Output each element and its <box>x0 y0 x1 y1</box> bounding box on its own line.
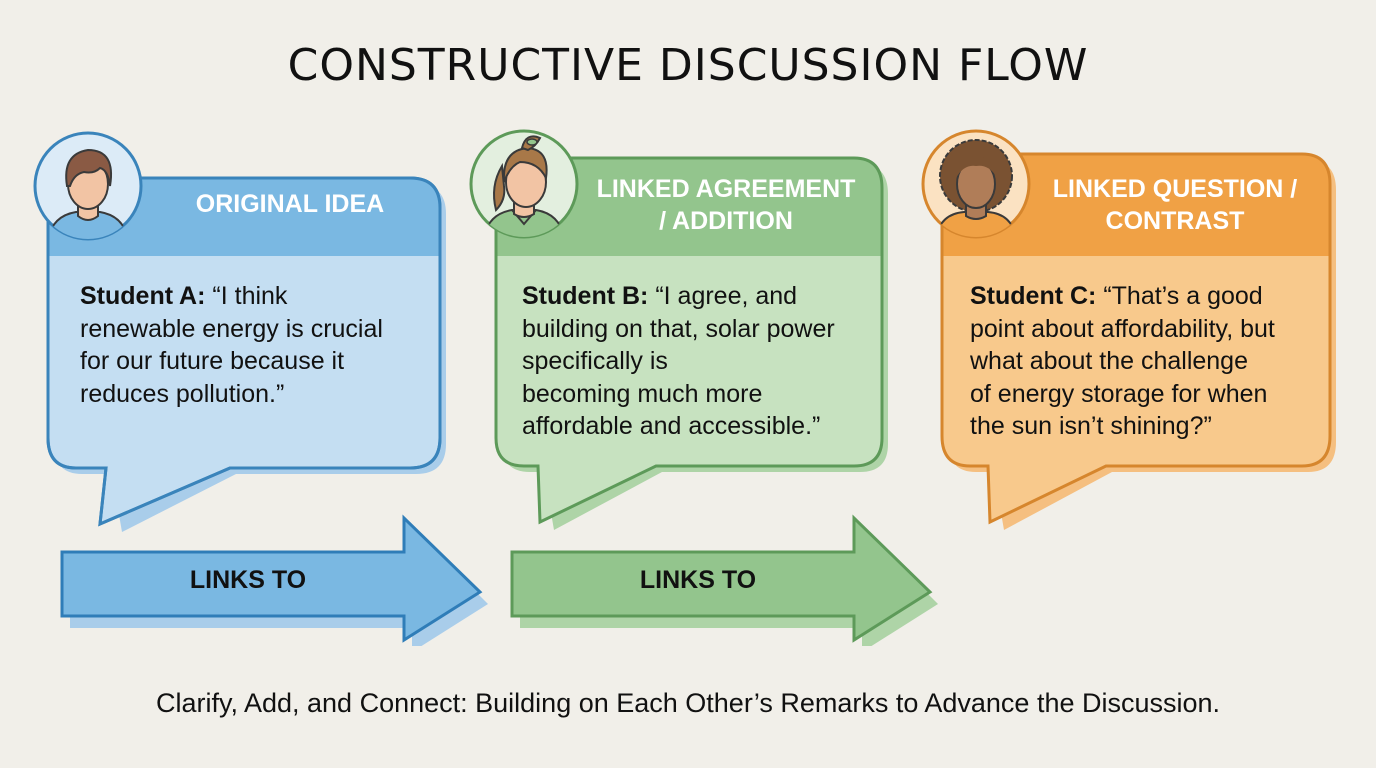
card-linked-question: LINKED QUESTION / CONTRAST Student C: “T… <box>916 128 1346 548</box>
student-girl-ponytail-avatar-icon <box>469 129 579 239</box>
card-header-label: LINKED AGREEMENT / ADDITION <box>576 173 876 237</box>
quote-line: specifically is <box>522 347 668 375</box>
speaker-label: Student A: <box>80 282 206 310</box>
speech-bubble-green <box>494 156 888 530</box>
quote-line: affordable and accessible.” <box>522 412 821 440</box>
quote-line: “I think <box>212 282 288 310</box>
quote-line: for our future because it <box>80 347 345 375</box>
diagram-title: CONSTRUCTIVE DISCUSSION FLOW <box>287 40 1089 91</box>
student-boy-avatar-icon <box>33 131 143 241</box>
quote-line: building on that, solar power <box>522 314 835 343</box>
student-girl-curly-avatar-icon <box>921 129 1031 239</box>
card-linked-agreement: LINKED AGREEMENT / ADDITION Student B: “… <box>466 128 888 548</box>
quote-line: what about the challenge <box>970 347 1248 375</box>
speech-bubble-blue <box>46 176 446 532</box>
speaker-label: Student C: <box>970 282 1097 310</box>
card-original-idea: ORIGINAL IDEA Student A: “I think renewa… <box>30 128 450 548</box>
header-line: LINKED QUESTION / <box>1052 175 1298 203</box>
quote-line: the sun isn’t shining?” <box>970 412 1212 440</box>
quote-line: becoming much more <box>522 379 763 408</box>
quote-line: point about affordability, but <box>970 314 1275 343</box>
speaker-label: Student B: <box>522 282 649 310</box>
card-header-label: ORIGINAL IDEA <box>195 190 385 218</box>
arrow-right-icon <box>60 514 488 652</box>
arrow-label: LINKS TO <box>639 566 757 594</box>
header-line: CONTRAST <box>1105 207 1245 235</box>
links-to-arrow-green: LINKS TO <box>508 514 948 652</box>
quote-line: “I agree, and <box>655 282 798 310</box>
quote-line: renewable energy is crucial <box>80 314 383 343</box>
card-header-label: LINKED QUESTION / CONTRAST <box>1030 173 1320 237</box>
speech-bubble-orange <box>940 152 1336 530</box>
card-quote: Student B: “I agree, and building on tha… <box>522 280 882 443</box>
arrow-right-icon <box>510 514 938 652</box>
arrow-label: LINKS TO <box>189 566 307 594</box>
card-quote: Student A: “I think renewable energy is … <box>80 280 430 410</box>
quote-line: “That’s a good <box>1103 282 1263 310</box>
card-quote: Student C: “That’s a good point about af… <box>970 280 1340 443</box>
header-line: LINKED AGREEMENT <box>596 175 856 203</box>
footer-caption: Clarify, Add, and Connect: Building on E… <box>155 688 1221 718</box>
quote-line: of energy storage for when <box>970 379 1268 408</box>
links-to-arrow-blue: LINKS TO <box>58 514 498 652</box>
header-line: / ADDITION <box>659 207 793 235</box>
quote-line: reduces pollution.” <box>80 379 285 408</box>
